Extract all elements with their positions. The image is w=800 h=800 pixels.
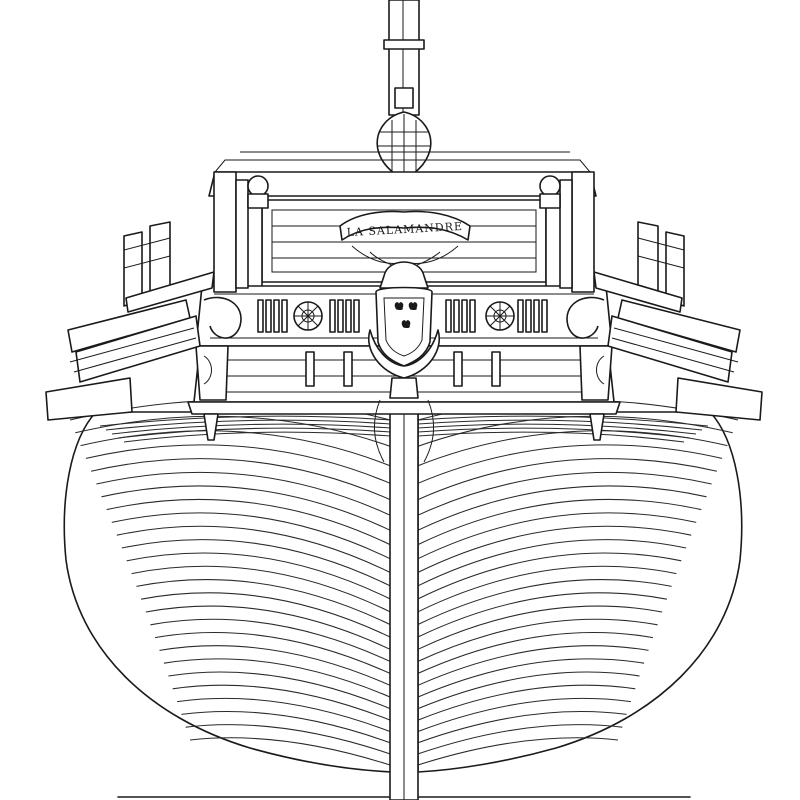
baluster [265, 299, 272, 333]
ship-name-scroll: LA SALAMANDRE [339, 210, 471, 271]
hull-plank [168, 671, 391, 710]
hull-plank [154, 631, 391, 674]
hull-plank [417, 427, 691, 439]
hull-plank [417, 592, 667, 638]
baluster [461, 299, 468, 333]
hull-plank [90, 458, 391, 501]
baluster [445, 299, 452, 333]
baluster [541, 299, 548, 333]
rudder-chain-left [373, 399, 385, 463]
baluster [337, 299, 344, 333]
hull-plank [163, 658, 391, 698]
hull-plank [417, 431, 685, 443]
baluster [453, 299, 460, 333]
hull-plank [111, 423, 391, 435]
baluster [533, 299, 540, 333]
stern-gallery: LA SALAMANDRE [187, 151, 621, 441]
hull-plank [417, 423, 697, 435]
hull-plank [177, 697, 391, 732]
lantern-icon [247, 175, 269, 209]
hull-plank [417, 618, 658, 662]
rosette-icon [485, 301, 515, 331]
quarter-gallery-right [559, 171, 763, 421]
hull-plank [417, 444, 723, 484]
hull-plank [417, 684, 636, 721]
hull-plank [417, 565, 677, 613]
baluster [329, 299, 336, 333]
hull-plank [185, 724, 391, 755]
hull-plank [417, 724, 623, 755]
baluster [353, 299, 360, 333]
hull-plank [85, 444, 391, 484]
lantern-icon [539, 175, 561, 209]
hull-plank [417, 415, 709, 427]
rudder-chain-right [423, 399, 435, 463]
hull-plank [96, 471, 391, 516]
hull-plank [121, 539, 391, 587]
baluster [281, 299, 288, 333]
rosette-icon [293, 301, 323, 331]
baluster [469, 299, 476, 333]
hull [63, 379, 743, 800]
hull-plank [99, 415, 391, 427]
counter-ports [305, 351, 501, 387]
hull-plank [417, 419, 703, 431]
hull-plank [172, 684, 391, 721]
hull-plank [417, 458, 718, 501]
hull-plank [417, 498, 702, 546]
hull-plank [417, 471, 712, 516]
hull-plank [417, 697, 631, 732]
hull-plank [417, 671, 640, 710]
hull-planking-left [69, 399, 391, 766]
hull-plank [101, 485, 391, 531]
gallery-balusters-left [257, 299, 360, 333]
hull-plank [141, 592, 391, 638]
hull-plank [417, 631, 654, 674]
hull-plank [117, 427, 391, 439]
hull-plank [417, 605, 663, 650]
hull-plank [150, 618, 391, 662]
hull-plank [417, 539, 687, 587]
baluster [345, 299, 352, 333]
hull-plank [417, 658, 645, 698]
hull-plank [417, 645, 649, 686]
hull-plank [126, 552, 391, 600]
hull-plank [417, 552, 682, 600]
baluster [525, 299, 532, 333]
hull-planking-right [417, 399, 739, 766]
hull-plank [123, 431, 391, 443]
hull-plank [181, 711, 391, 744]
hull-plank [417, 485, 707, 531]
hull-plank [116, 525, 391, 573]
hull-plank [417, 512, 697, 560]
baluster [257, 299, 264, 333]
hull-plank [417, 711, 627, 744]
hull-plank [131, 565, 391, 613]
gallery-balusters-right [445, 299, 548, 333]
hull-plank [111, 512, 391, 560]
hull-plank [189, 737, 391, 766]
baluster [273, 299, 280, 333]
hull-plank [105, 419, 391, 431]
hull-plank [417, 525, 692, 573]
hull-plank [136, 579, 391, 625]
hull-plank [417, 737, 619, 766]
hull-plank [159, 645, 391, 686]
ship-name: LA SALAMANDRE [346, 220, 463, 239]
hull-plank [106, 498, 391, 546]
fleur-de-lis-crest-icon [367, 261, 441, 399]
hull-plank [145, 605, 391, 650]
baluster [517, 299, 524, 333]
mast [383, 0, 425, 116]
quarter-gallery-left [45, 171, 249, 421]
hull-plank [417, 579, 672, 625]
